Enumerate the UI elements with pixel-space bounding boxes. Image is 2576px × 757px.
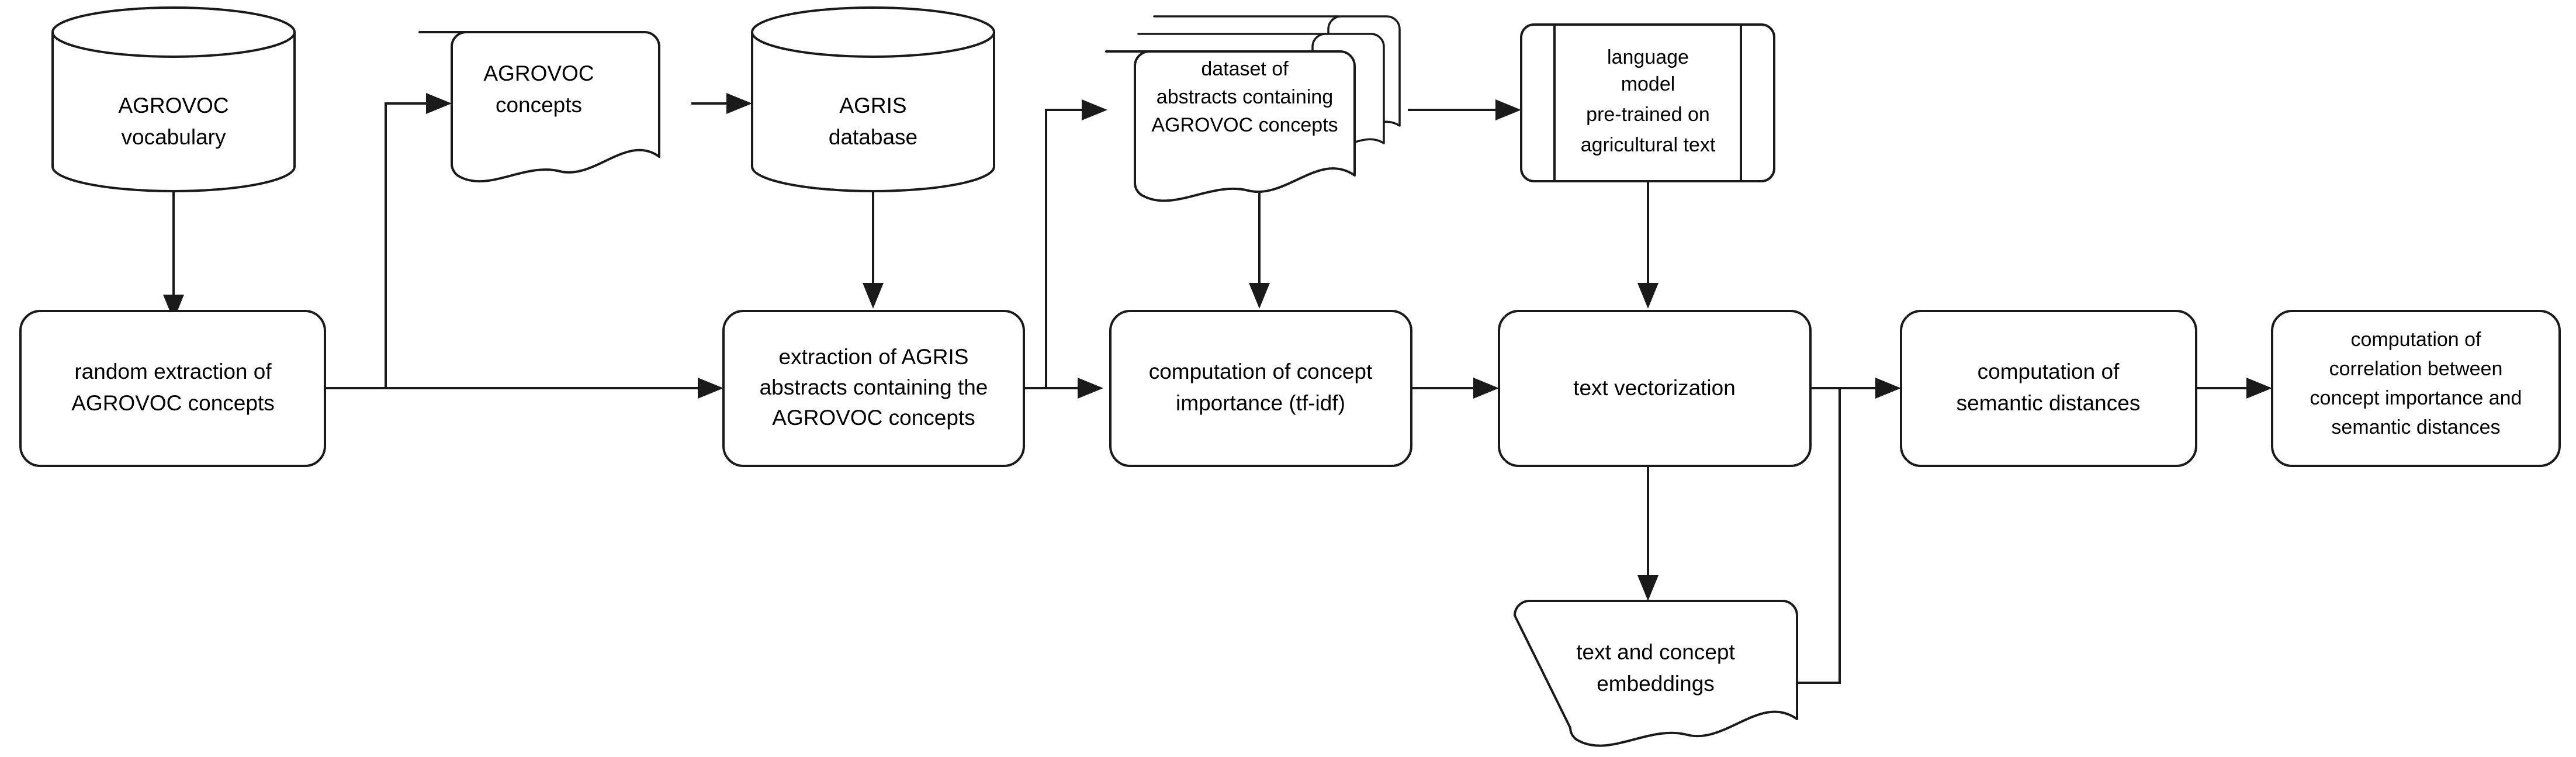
node-label-line-2: abstracts containing [1157,86,1333,108]
node-label-line-1: computation of [2350,329,2481,351]
node-label-line-2: vocabulary [122,125,226,149]
node-extraction-of-agris-abstracts[interactable]: extraction of AGRIS abstracts containing… [722,310,1025,467]
node-label-line-2: concepts [496,93,582,117]
edge-dataset-to-concept-importance [1249,193,1270,309]
node-label-line-2: embeddings [1597,672,1715,696]
node-random-extraction[interactable]: random extraction of AGROVOC concepts [19,310,326,467]
node-agris-database[interactable]: AGRIS database [751,6,995,192]
node-label-line-4: semantic distances [2331,416,2500,438]
node-computation-of-correlation[interactable]: computation of correlation between conce… [2271,310,2561,467]
edge-extraction-abstracts-to-dataset [1024,99,1107,389]
node-language-model[interactable]: language model pre-trained on agricultur… [1520,23,1775,182]
edge-agrovoc-concepts-to-agris-database [691,93,752,114]
node-computation-of-semantic-distances[interactable]: computation of semantic distances [1900,310,2197,467]
edge-concept-importance-to-text-vectorization [1411,378,1499,399]
node-label-line-2: database [829,125,917,149]
connector-layer [163,93,2272,684]
node-label-line-2: semantic distances [1957,391,2141,415]
edge-extraction-abstracts-to-concept-importance [1024,378,1103,399]
node-label-line-1: AGROVOC [483,61,594,85]
node-computation-of-concept-importance[interactable]: computation of concept importance (tf-id… [1109,310,1412,467]
node-label-line-1: AGROVOC [118,94,228,117]
node-label-line-1: computation of [1978,360,2120,383]
node-label-line-2: abstracts containing the [760,375,988,399]
node-label-line-1: dataset of [1201,58,1289,80]
node-agrovoc-vocabulary[interactable]: AGROVOC vocabulary [51,6,296,192]
edge-agris-database-to-extraction-abstracts [863,191,884,309]
edge-embeddings-to-semantic-distances [1797,388,1841,684]
node-label-line-1: language [1607,46,1689,68]
edge-semantic-distances-to-correlation [2196,378,2272,399]
node-label-line-3: AGROVOC concepts [772,406,975,430]
node-label-line-4: agricultural text [1581,134,1716,156]
node-label-line-2: AGROVOC concepts [71,391,275,415]
node-label-line-1: random extraction of [74,360,272,383]
node-label-line-1: AGRIS [839,94,906,117]
node-label-line-1: text and concept [1576,640,1735,664]
node-dataset-of-abstracts[interactable]: dataset of abstracts containing AGROVOC … [1105,15,1401,202]
edge-text-vectorization-to-embeddings [1637,466,1659,601]
node-label-line-1: text vectorization [1573,376,1736,400]
node-label-line-2: model [1621,73,1675,95]
node-label-line-3: concept importance and [2310,387,2522,409]
edge-text-vectorization-to-semantic-distances [1810,378,1901,399]
edge-vocabulary-to-random-extraction [163,191,184,320]
edge-language-model-to-text-vectorization [1637,181,1659,309]
node-label-line-1: computation of concept [1149,360,1373,383]
node-label-line-3: AGROVOC concepts [1151,114,1338,136]
node-agrovoc-concepts[interactable]: AGROVOC concepts [418,31,660,183]
node-label-line-1: extraction of AGRIS [779,345,969,369]
node-label-line-2: importance (tf-idf) [1176,391,1345,415]
node-text-and-concept-embeddings[interactable]: text and concept embeddings [1514,600,1798,747]
edge-dataset-to-language-model [1408,99,1521,120]
edge-random-extraction-to-agrovoc-concepts [325,93,452,389]
edge-random-extraction-to-extraction-abstracts [325,378,723,399]
node-label-line-3: pre-trained on [1586,103,1710,126]
node-text-vectorization[interactable]: text vectorization [1498,310,1812,467]
node-label-line-2: correlation between [2329,358,2503,380]
